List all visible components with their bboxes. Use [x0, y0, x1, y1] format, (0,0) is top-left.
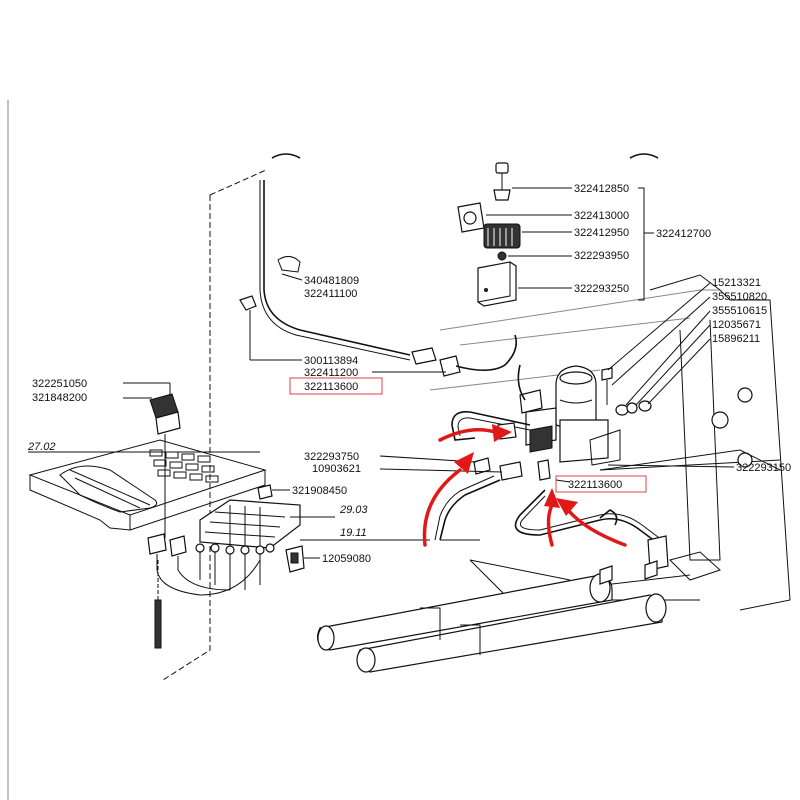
label-322293150: 322293150 — [736, 462, 791, 474]
rocker-switch — [149, 393, 181, 538]
label-321848200: 321848200 — [32, 392, 87, 404]
bolt-and-washers — [601, 367, 652, 416]
highlight-box-upper — [289, 377, 383, 395]
section-break-right — [629, 153, 659, 159]
highlight-box-lower — [555, 475, 647, 493]
label-15896211: 15896211 — [712, 333, 760, 345]
label-355510820: 355510820 — [712, 291, 767, 303]
valve-stem-part — [493, 162, 511, 201]
valve-block-assembly — [517, 364, 621, 466]
cable-leaders — [249, 273, 446, 373]
label-322413000: 322413000 — [574, 210, 629, 222]
label-321908450: 321908450 — [292, 485, 347, 497]
label-10903621: 10903621 — [312, 463, 361, 475]
label-322412950: 322412950 — [574, 227, 629, 239]
highlight-arrows — [422, 424, 627, 547]
label-355510615: 355510615 — [712, 305, 767, 317]
label-340481809: 340481809 — [304, 275, 359, 287]
label-322113600-upper: 322113600 — [304, 381, 358, 393]
chassis-outline — [429, 274, 791, 611]
cable-clip — [285, 545, 320, 573]
label-322412700: 322412700 — [656, 228, 711, 240]
label-300113894: 300113894 — [304, 355, 358, 367]
ref-label-2702: 27.02 — [27, 441, 56, 453]
label-15213321: 15213321 — [712, 277, 761, 289]
ref-label-1911: 19.11 — [340, 527, 367, 539]
label-322293750: 322293750 — [304, 451, 359, 463]
label-322113600-lower: 322113600 — [568, 479, 622, 491]
ref-label-2903: 29.03 — [339, 504, 368, 516]
panel-key-grid — [149, 449, 219, 483]
dashboard-panel — [28, 439, 267, 531]
label-12035671: 12035671 — [712, 319, 761, 331]
leaders-top-stack — [486, 187, 654, 301]
hydraulic-cylinders — [317, 559, 667, 673]
fuse-box — [199, 484, 301, 549]
label-322411200: 322411200 — [304, 367, 358, 379]
dashed-boundary — [162, 169, 267, 681]
valve-cover-part — [477, 261, 517, 307]
label-322293950: 322293950 — [574, 250, 629, 262]
label-322412850: 322412850 — [574, 183, 629, 195]
switch-leaders — [123, 382, 171, 399]
label-322411100: 322411100 — [304, 288, 357, 300]
wiring-harness — [147, 533, 275, 650]
solenoid-coil-part — [483, 223, 521, 249]
label-322251050: 322251050 — [32, 378, 87, 390]
small-nut-part — [497, 251, 507, 261]
section-break-left — [271, 153, 301, 159]
electric-cable — [239, 180, 518, 377]
label-322293250: 322293250 — [574, 283, 629, 295]
valve-coil-nut-part — [457, 202, 485, 233]
label-12059080: 12059080 — [322, 553, 371, 565]
right-leaders — [607, 282, 735, 468]
